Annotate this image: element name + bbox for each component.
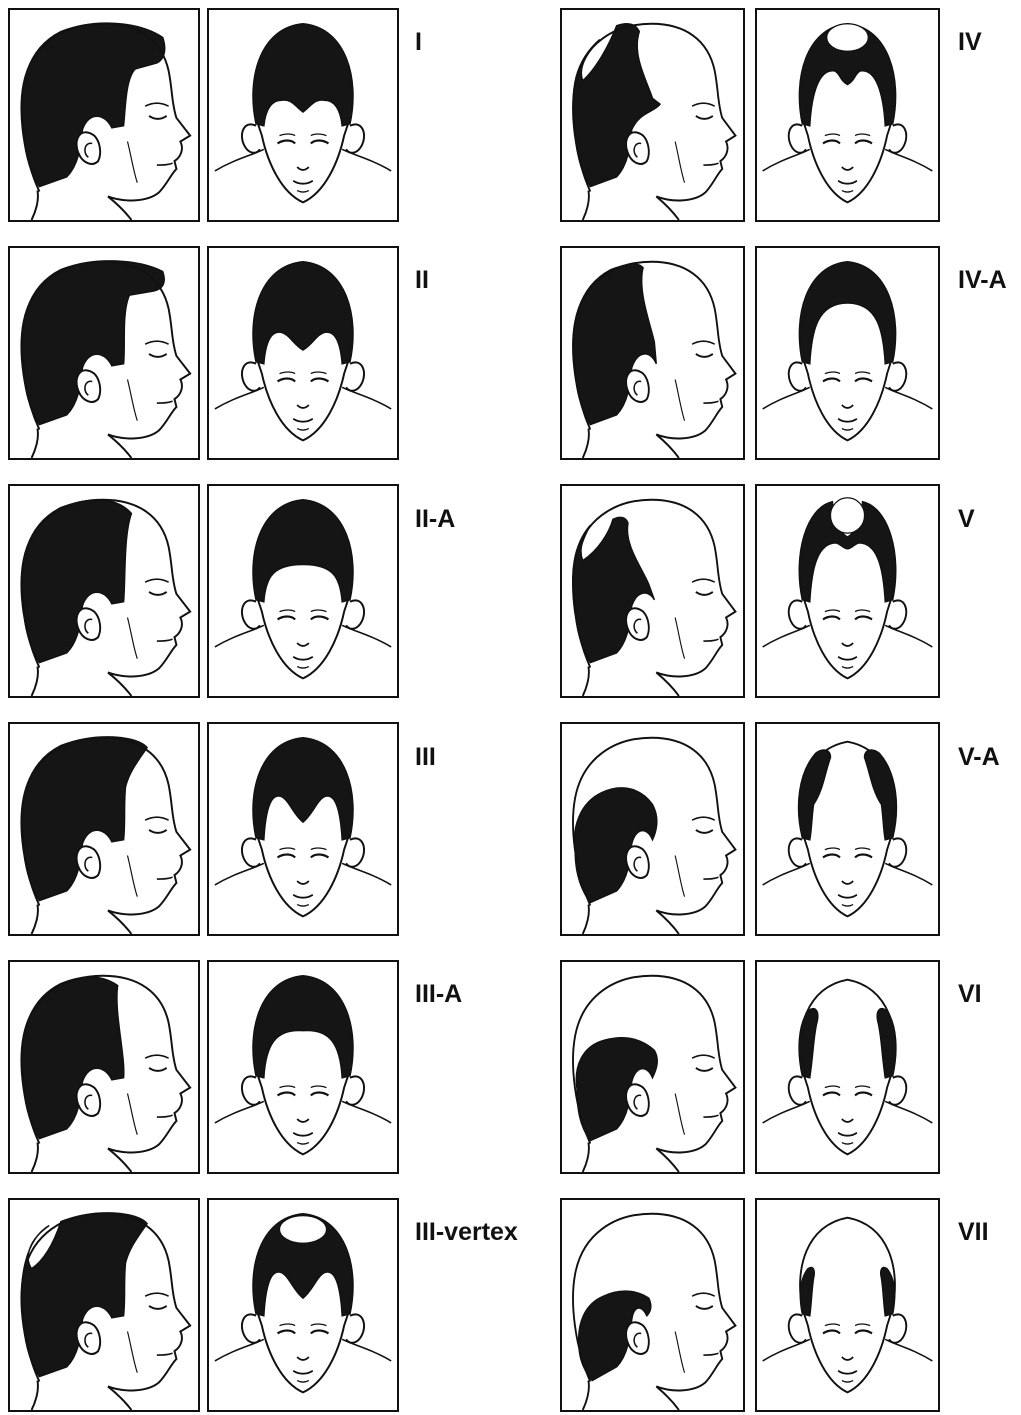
stage-l2-front-panel [207, 246, 399, 460]
stage-l6-label: III-vertex [415, 1218, 518, 1247]
stage-r3-front-illustration [757, 486, 938, 696]
stage-r4-label: V-A [958, 743, 1000, 772]
stage-r1-front-panel [755, 8, 940, 222]
stage-l2-profile-illustration [10, 248, 198, 458]
stage-r2-profile-panel [560, 246, 745, 460]
stage-r3-front-panel [755, 484, 940, 698]
stage-l5-front-panel [207, 960, 399, 1174]
stage-r4-front-illustration [757, 724, 938, 934]
stage-l2-profile-panel [8, 246, 200, 460]
stage-l5-label: III-A [415, 980, 462, 1009]
stage-l4-front-panel [207, 722, 399, 936]
stage-r6-front-illustration [757, 1200, 938, 1410]
stage-l3-front-panel [207, 484, 399, 698]
stage-l6-front-illustration [209, 1200, 397, 1410]
stage-l3-front-illustration [209, 486, 397, 696]
stage-l3-label: II-A [415, 505, 455, 534]
stage-l1-label: I [415, 28, 422, 57]
stage-l4-profile-illustration [10, 724, 198, 934]
stage-l5-profile-illustration [10, 962, 198, 1172]
stage-l1-front-illustration [209, 10, 397, 220]
stage-l3-profile-panel [8, 484, 200, 698]
stage-r6-profile-panel [560, 1198, 745, 1412]
stage-r6-front-panel [755, 1198, 940, 1412]
stage-l4-label: III [415, 743, 436, 772]
stage-r5-profile-panel [560, 960, 745, 1174]
stage-l1-profile-illustration [10, 10, 198, 220]
stage-l6-profile-illustration [10, 1200, 198, 1410]
stage-l1-front-panel [207, 8, 399, 222]
stage-r1-label: IV [958, 28, 982, 57]
stage-l6-profile-panel [8, 1198, 200, 1412]
stage-r5-front-illustration [757, 962, 938, 1172]
stage-r1-profile-illustration [562, 10, 743, 220]
stage-r6-label: VII [958, 1218, 989, 1247]
stage-r2-label: IV-A [958, 266, 1007, 295]
stage-l4-profile-panel [8, 722, 200, 936]
stage-l5-profile-panel [8, 960, 200, 1174]
stage-r6-profile-illustration [562, 1200, 743, 1410]
stage-r2-front-illustration [757, 248, 938, 458]
stage-l1-profile-panel [8, 8, 200, 222]
stage-l6-front-panel [207, 1198, 399, 1412]
stage-r3-label: V [958, 505, 975, 534]
stage-r5-label: VI [958, 980, 982, 1009]
stage-l4-front-illustration [209, 724, 397, 934]
stage-r5-front-panel [755, 960, 940, 1174]
stage-l5-front-illustration [209, 962, 397, 1172]
stage-r1-front-illustration [757, 10, 938, 220]
stage-r5-profile-illustration [562, 962, 743, 1172]
stage-l2-label: II [415, 266, 429, 295]
stage-r2-profile-illustration [562, 248, 743, 458]
stage-r2-front-panel [755, 246, 940, 460]
stage-r3-profile-panel [560, 484, 745, 698]
stage-r4-front-panel [755, 722, 940, 936]
stage-r4-profile-illustration [562, 724, 743, 934]
stage-r4-profile-panel [560, 722, 745, 936]
stage-l3-profile-illustration [10, 486, 198, 696]
stage-l2-front-illustration [209, 248, 397, 458]
stage-r3-profile-illustration [562, 486, 743, 696]
stage-r1-profile-panel [560, 8, 745, 222]
